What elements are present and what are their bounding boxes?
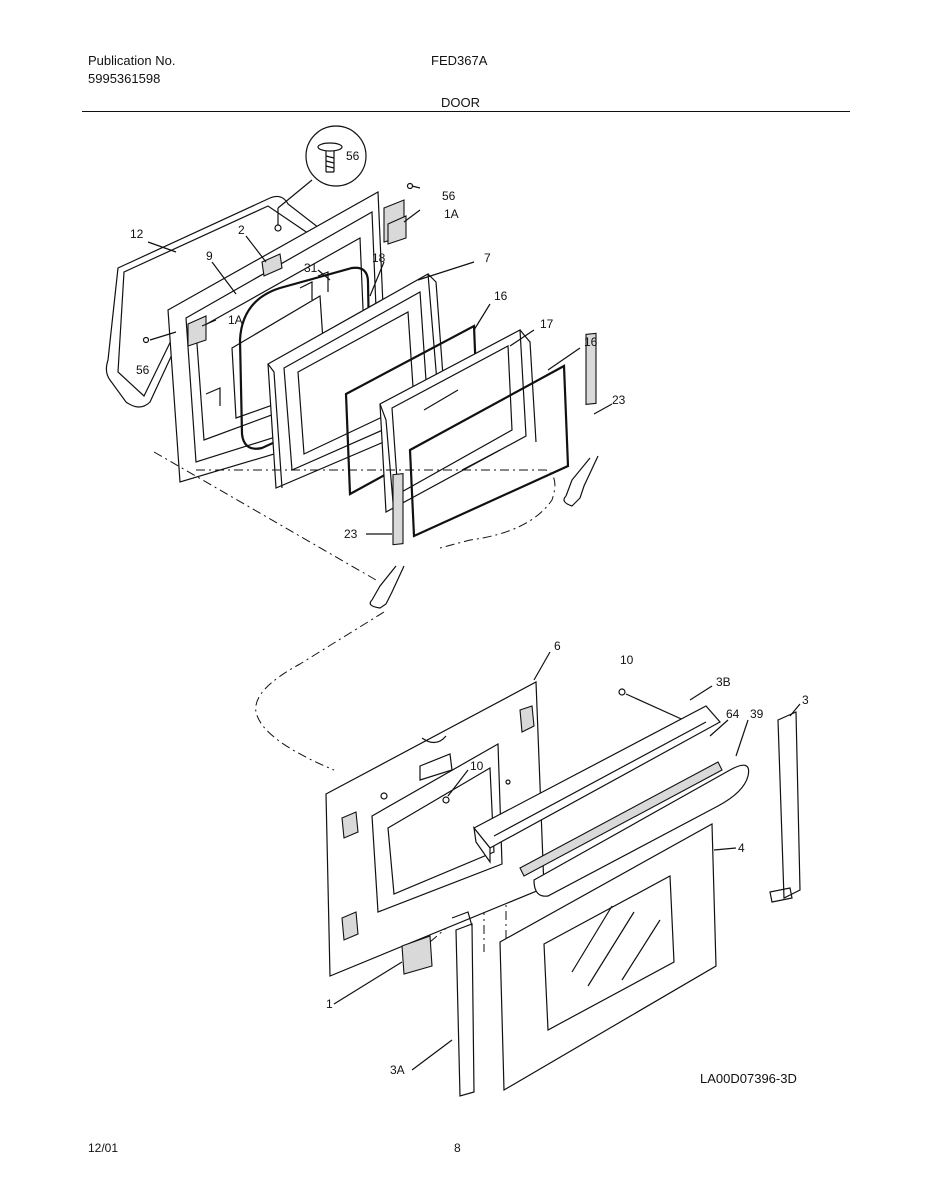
door-panel-part-6 (325, 681, 545, 977)
callout-1: 1 (326, 997, 333, 1011)
callout-4: 4 (738, 841, 745, 855)
gasket-part-12 (105, 195, 333, 408)
callout-16-b: 16 (584, 335, 598, 349)
callout-56-left: 56 (136, 363, 150, 377)
footer-page-number: 8 (454, 1141, 461, 1155)
side-trim-part-3A (451, 911, 475, 1097)
callout-7: 7 (484, 251, 491, 265)
callout-31: 31 (304, 261, 318, 275)
footer-date: 12/01 (88, 1141, 119, 1155)
callout-1A-left: 1A (228, 313, 243, 327)
hinge-part-23-right (563, 332, 599, 507)
assembly-line-upper (153, 451, 556, 581)
callout-16-a: 16 (494, 289, 508, 303)
side-trim-part-3 (769, 711, 801, 903)
section-title: DOOR (441, 95, 480, 110)
callout-9: 9 (206, 249, 213, 263)
model-number: FED367A (431, 53, 488, 68)
callout-6: 6 (554, 639, 561, 653)
screw-detail (277, 125, 367, 209)
callout-labels: 56 56 1A 12 2 9 31 18 7 16 1A 17 16 56 2… (130, 149, 809, 1077)
outer-door-part-4 (499, 822, 717, 1092)
callout-3A: 3A (390, 1063, 405, 1077)
insulation-part-17 (379, 329, 537, 515)
hinge-part-23-left (369, 473, 405, 609)
callout-12: 12 (130, 227, 144, 241)
callout-23-right: 23 (612, 393, 626, 407)
header-divider (82, 111, 850, 112)
handle-part-39 (533, 764, 750, 897)
callout-3: 3 (802, 693, 809, 707)
callout-10-top: 10 (620, 653, 634, 667)
hinge-bracket-part-1 (401, 935, 433, 975)
callout-10-mid: 10 (470, 759, 484, 773)
leader-lines (147, 209, 801, 1071)
drawing-id: LA00D07396-3D (700, 1071, 797, 1086)
glass-part-16-rear (408, 364, 570, 538)
callout-3B: 3B (716, 675, 731, 689)
screws-part-10 (442, 688, 689, 804)
publication-label: Publication No. (88, 53, 176, 68)
callout-23-left: 23 (344, 527, 358, 541)
callout-18: 18 (372, 251, 386, 265)
small-fasteners (142, 182, 421, 344)
callout-64: 64 (726, 707, 740, 721)
publication-number: 5995361598 (88, 71, 161, 86)
callout-39: 39 (750, 707, 764, 721)
callout-56-top: 56 (442, 189, 456, 203)
top-trim-part-3B (473, 705, 721, 864)
callout-17: 17 (540, 317, 554, 331)
callout-1A-top: 1A (444, 207, 459, 221)
callout-2: 2 (238, 223, 245, 237)
seal-part-64 (519, 761, 723, 877)
callout-56-detail: 56 (346, 149, 360, 163)
